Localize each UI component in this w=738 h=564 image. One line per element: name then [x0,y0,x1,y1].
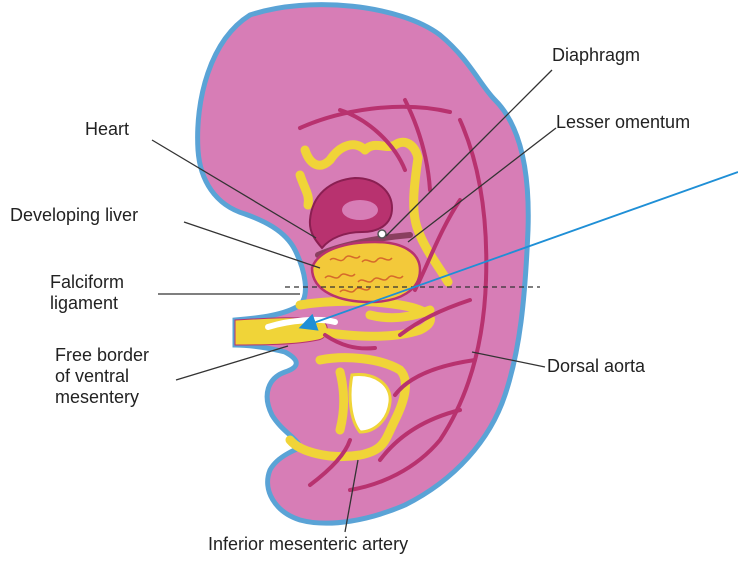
label-inferior-mesenteric-artery: Inferior mesenteric artery [208,534,408,555]
heart-chamber [342,200,378,220]
label-diaphragm: Diaphragm [552,45,640,66]
label-developing-liver: Developing liver [10,205,138,226]
label-falciform-ligament: Falciform ligament [50,272,124,314]
label-lesser-omentum: Lesser omentum [556,112,690,133]
liver-shape [312,242,420,302]
label-free-border: Free border of ventral mesentery [55,345,149,408]
diaphragm-node [378,230,386,238]
free-border-leader [176,346,288,380]
label-heart: Heart [85,119,129,140]
label-dorsal-aorta: Dorsal aorta [547,356,645,377]
